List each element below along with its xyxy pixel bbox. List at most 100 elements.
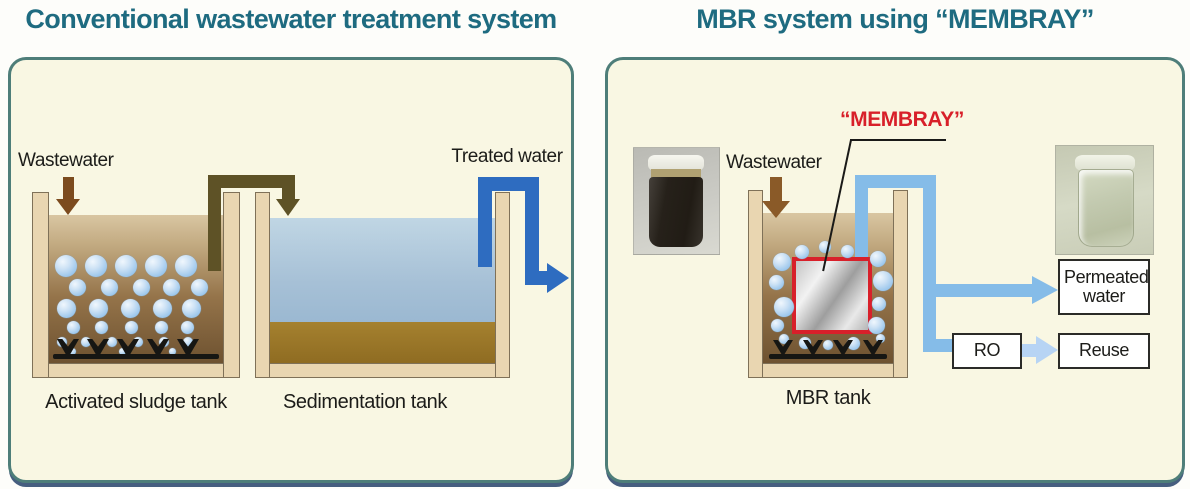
aeration-bubble <box>119 348 126 355</box>
aeration-bubble <box>771 319 784 332</box>
activated-sludge-tank-label: Activated sludge tank <box>45 391 227 413</box>
aeration-diffuser-icon <box>87 339 109 355</box>
aeration-bubble <box>69 279 86 296</box>
reuse-label: Reuse <box>1078 340 1130 361</box>
aeration-bubble <box>841 245 854 258</box>
membray-underline <box>850 139 946 141</box>
wastewater-arrowhead-icon <box>56 199 80 215</box>
sedimentation-tank <box>255 192 510 378</box>
aeration-bubble <box>773 253 791 271</box>
treated-water-pipe <box>478 177 492 267</box>
aeration-bubble <box>155 321 168 334</box>
aeration-bubble <box>133 337 143 347</box>
permeated-water-label: Permeated water <box>1064 266 1149 306</box>
wastewater-arrowhead-icon <box>762 201 790 218</box>
transfer-pipe <box>208 175 295 188</box>
aeration-bubble <box>870 251 886 267</box>
activated-sludge-liquid <box>49 215 223 363</box>
aeration-bubble <box>69 348 76 355</box>
ro-label: RO <box>973 340 1001 361</box>
treated-water-pipe <box>525 177 539 285</box>
aeration-bubble <box>872 297 886 311</box>
membray-label: “MEMBRAY” <box>840 108 964 131</box>
aeration-bubble <box>873 271 893 291</box>
jar-lid <box>648 155 704 171</box>
wastewater-arrow <box>770 177 782 202</box>
reuse-box: Reuse <box>1058 333 1150 369</box>
tank-wall <box>48 363 224 378</box>
tank-wall <box>893 190 908 378</box>
mbr-tank <box>748 190 908 378</box>
aeration-bubble <box>57 299 76 318</box>
tank-wall <box>495 192 510 378</box>
permeate-arrowhead-icon <box>1032 276 1058 304</box>
permeated-water-box: Permeated water <box>1058 259 1150 315</box>
aeration-bubble <box>823 340 833 350</box>
aeration-bubble <box>769 275 784 290</box>
transfer-pipe <box>208 175 221 271</box>
treated-water-pipe <box>478 177 539 191</box>
activated-sludge-tank <box>32 192 240 378</box>
aeration-bubble <box>175 255 197 277</box>
mbr-tank-label: MBR tank <box>785 387 871 409</box>
aeration-bubble <box>795 245 809 259</box>
treated-water-label: Treated water <box>451 146 563 167</box>
aeration-bubble <box>183 337 193 347</box>
aeration-bubble <box>153 299 172 318</box>
ro-box: RO <box>952 333 1022 369</box>
aeration-bubble <box>191 279 208 296</box>
treated-water-pipe <box>525 271 549 285</box>
aeration-bubble <box>101 279 118 296</box>
wastewater-arrow <box>63 177 74 200</box>
permeate-pipe <box>923 175 936 352</box>
aeration-diffuser-icon <box>147 339 169 355</box>
tank-wall <box>269 363 496 378</box>
tank-wall <box>32 192 49 378</box>
aeration-bubble <box>89 299 108 318</box>
treated-water-arrowhead-icon <box>547 263 569 293</box>
aeration-bubble <box>81 337 91 347</box>
tank-wall <box>762 363 894 378</box>
aeration-bubble <box>133 279 150 296</box>
tank-wall <box>748 190 763 378</box>
ro-to-reuse-arrow <box>1022 344 1036 357</box>
wastewater-label: Wastewater <box>726 152 822 173</box>
permeate-pipe <box>936 339 952 352</box>
aeration-bubble <box>85 255 107 277</box>
aeration-bubble <box>169 348 176 355</box>
permeate-pipe <box>855 213 868 265</box>
aeration-bubble <box>125 321 138 334</box>
aeration-header-pipe <box>769 354 887 359</box>
sedimentation-tank-label: Sedimentation tank <box>282 391 448 413</box>
tank-wall <box>255 192 270 378</box>
permeated-water-sample-photo <box>1055 145 1154 255</box>
jar-dark-contents <box>649 177 703 247</box>
aeration-bubble <box>145 255 167 277</box>
aeration-header-pipe <box>53 354 219 359</box>
tank-wall <box>223 192 240 378</box>
aeration-bubble <box>876 334 885 343</box>
right-panel-title: MBR system using “MEMBRAY” <box>696 4 1094 34</box>
settled-sludge-layer <box>270 322 495 363</box>
aeration-bubble <box>868 317 885 334</box>
permeate-pipe <box>855 175 936 188</box>
jar-neck <box>651 169 701 178</box>
aeration-bubble <box>67 321 80 334</box>
transfer-pipe <box>282 186 295 200</box>
aeration-bubble <box>121 299 140 318</box>
jar-lid <box>1075 155 1135 171</box>
aeration-bubble <box>107 337 117 347</box>
membray-membrane-module <box>792 257 872 334</box>
aeration-bubble <box>55 255 77 277</box>
aeration-bubble <box>182 299 201 318</box>
jar-clear-contents <box>1078 169 1134 247</box>
aeration-bubble <box>774 297 794 317</box>
mbr-system-panel: Wastewater “MEMBRAY” Permeated water <box>605 57 1185 483</box>
ro-to-reuse-arrowhead-icon <box>1036 336 1058 364</box>
left-panel-title: Conventional wastewater treatment system <box>25 4 557 34</box>
mbr-mixed-liquor <box>763 213 893 363</box>
aeration-bubble <box>779 334 789 344</box>
aeration-bubble <box>95 321 108 334</box>
wastewater-label: Wastewater <box>18 150 114 171</box>
